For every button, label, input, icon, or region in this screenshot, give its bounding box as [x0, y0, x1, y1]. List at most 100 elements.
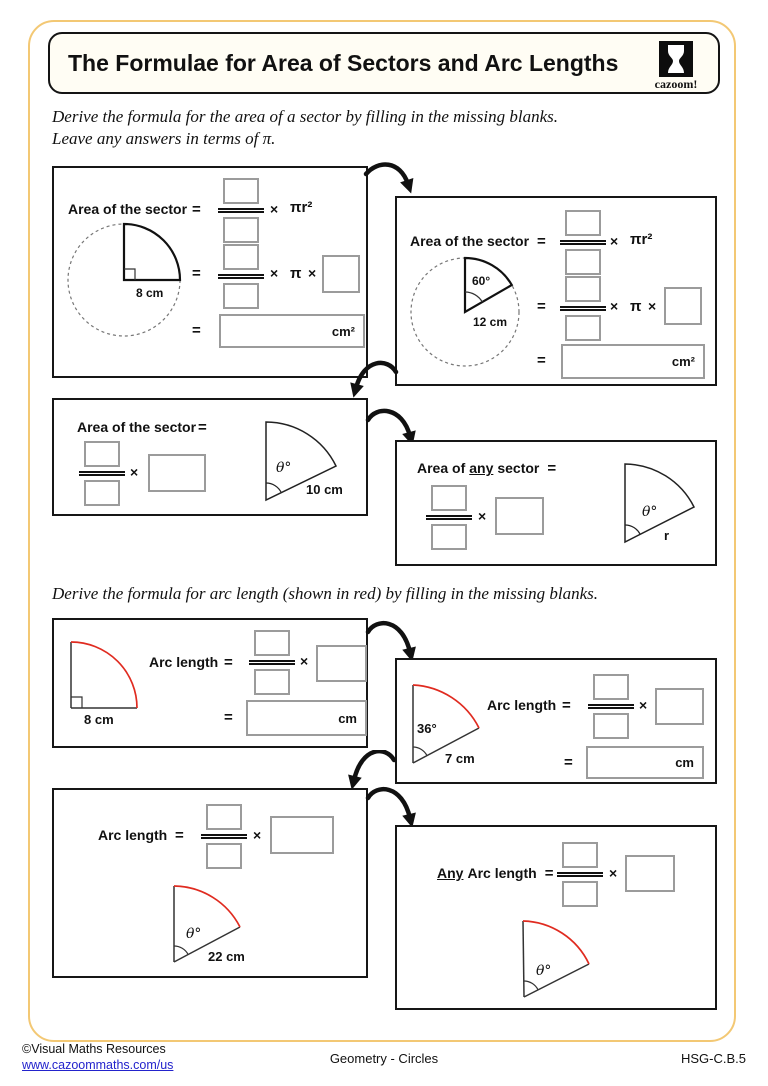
- equals-sign: =: [562, 697, 571, 714]
- multiply-sign: ×: [270, 265, 279, 281]
- angle-label: θ°: [536, 963, 552, 979]
- answer-blank-denominator[interactable]: [431, 524, 467, 550]
- pi-r-squared: πr²: [630, 231, 653, 248]
- equals-sign: =: [547, 460, 557, 477]
- answer-blank-numerator[interactable]: [562, 842, 598, 868]
- answer-blank[interactable]: [655, 688, 704, 725]
- equals-sign: =: [544, 865, 554, 882]
- multiply-sign: ×: [639, 697, 648, 713]
- flow-arrow-5: [348, 750, 397, 790]
- fraction-bar: [249, 660, 295, 665]
- answer-blank-numerator[interactable]: [565, 210, 601, 236]
- flow-arrow-6: [365, 787, 416, 828]
- answer-blank-result[interactable]: cm²: [219, 314, 365, 348]
- radius-label: 12 cm: [473, 315, 508, 329]
- flow-arrow-1: [363, 162, 414, 194]
- box6-label: Arc length: [487, 697, 557, 713]
- fraction-bar: [426, 515, 472, 520]
- equals-sign: =: [564, 754, 573, 771]
- answer-blank-numerator[interactable]: [206, 804, 242, 830]
- answer-blank-numerator[interactable]: [84, 441, 120, 467]
- footer-copyright-block: ©Visual Maths Resources www.cazoommaths.…: [22, 1041, 173, 1073]
- unit-label: cm: [675, 755, 694, 770]
- answer-blank-numerator[interactable]: [254, 630, 290, 656]
- multiply-sign: ×: [610, 298, 619, 314]
- equals-sign: =: [192, 265, 201, 282]
- answer-blank-denominator[interactable]: [84, 480, 120, 506]
- answer-blank-denominator[interactable]: [562, 881, 598, 907]
- fraction: [560, 276, 606, 341]
- multiply-sign: ×: [300, 653, 309, 669]
- instruction-area-line1: Derive the formula for the area of a sec…: [52, 107, 559, 126]
- sector-theta-diagram: [265, 421, 338, 502]
- multiply-sign: ×: [308, 265, 317, 281]
- footer-link[interactable]: www.cazoommaths.com/us: [22, 1058, 174, 1072]
- label-rest: Arc length: [467, 865, 537, 881]
- fraction: [560, 210, 606, 275]
- multiply-sign: ×: [253, 827, 262, 843]
- logo-wordmark: cazoom!: [654, 77, 698, 91]
- answer-blank-numerator[interactable]: [431, 485, 467, 511]
- quarter-arc-diagram: [70, 641, 138, 709]
- cazoom-logo: cazoom!: [644, 39, 708, 92]
- answer-blank-numerator[interactable]: [593, 674, 629, 700]
- radius-label: r: [664, 528, 670, 543]
- unit-label: cm: [338, 710, 357, 726]
- box3-label: Area of the sector: [77, 419, 197, 435]
- answer-blank[interactable]: [270, 816, 334, 854]
- flow-arrow-4: [365, 621, 416, 662]
- footer-topic: Geometry - Circles: [329, 1051, 439, 1066]
- equals-sign: =: [224, 654, 233, 671]
- answer-blank-denominator[interactable]: [223, 217, 259, 243]
- area-sector-box-quarter: Area of the sector = × πr² = × π × = cm²…: [52, 166, 368, 378]
- multiply-sign: ×: [609, 865, 618, 881]
- fraction-bar: [218, 208, 264, 213]
- answer-blank-denominator[interactable]: [206, 843, 242, 869]
- arc-length-box-theta: Arc length = × θ° 22 cm: [52, 788, 368, 978]
- quarter-sector-diagram: [67, 222, 182, 337]
- page-title: The Formulae for Area of Sectors and Arc…: [68, 50, 619, 76]
- answer-blank[interactable]: [322, 255, 360, 293]
- any-arc-diagram: [522, 920, 590, 998]
- answer-blank-denominator[interactable]: [223, 283, 259, 309]
- answer-blank-denominator[interactable]: [593, 713, 629, 739]
- answer-blank-denominator[interactable]: [565, 249, 601, 275]
- angle-label: θ°: [642, 504, 658, 520]
- fraction: [79, 441, 125, 506]
- arc-length-box-quarter: 8 cm Arc length = × = cm: [52, 618, 368, 748]
- equals-sign: =: [537, 233, 546, 250]
- multiply-sign: ×: [648, 298, 657, 314]
- box5-label: Arc length: [149, 654, 219, 670]
- answer-blank-numerator[interactable]: [223, 178, 259, 204]
- answer-blank[interactable]: [625, 855, 675, 892]
- answer-blank-result[interactable]: cm²: [561, 344, 705, 379]
- answer-blank-numerator[interactable]: [565, 276, 601, 302]
- fraction-bar: [560, 240, 606, 245]
- multiply-sign: ×: [478, 508, 487, 524]
- answer-blank-result[interactable]: cm: [586, 746, 704, 779]
- answer-blank-numerator[interactable]: [223, 244, 259, 270]
- arc-theta-diagram: [173, 885, 241, 963]
- answer-blank-result[interactable]: cm: [246, 700, 367, 736]
- footer-standard-code: HSG-C.B.5: [680, 1051, 746, 1066]
- fraction: [588, 674, 634, 739]
- answer-blank-denominator[interactable]: [254, 669, 290, 695]
- answer-blank[interactable]: [148, 454, 206, 492]
- sector-any-diagram: [624, 463, 696, 544]
- fraction-bar: [560, 306, 606, 311]
- pi-r-squared: πr²: [290, 199, 313, 216]
- arc-36-diagram: [412, 684, 480, 764]
- radius-label: 10 cm: [306, 482, 343, 497]
- footer-copyright: ©Visual Maths Resources: [22, 1042, 166, 1056]
- answer-blank[interactable]: [495, 497, 544, 535]
- answer-blank[interactable]: [316, 645, 367, 682]
- fraction: [249, 630, 295, 695]
- answer-blank[interactable]: [664, 287, 702, 325]
- answer-blank-denominator[interactable]: [565, 315, 601, 341]
- fraction-bar: [588, 704, 634, 709]
